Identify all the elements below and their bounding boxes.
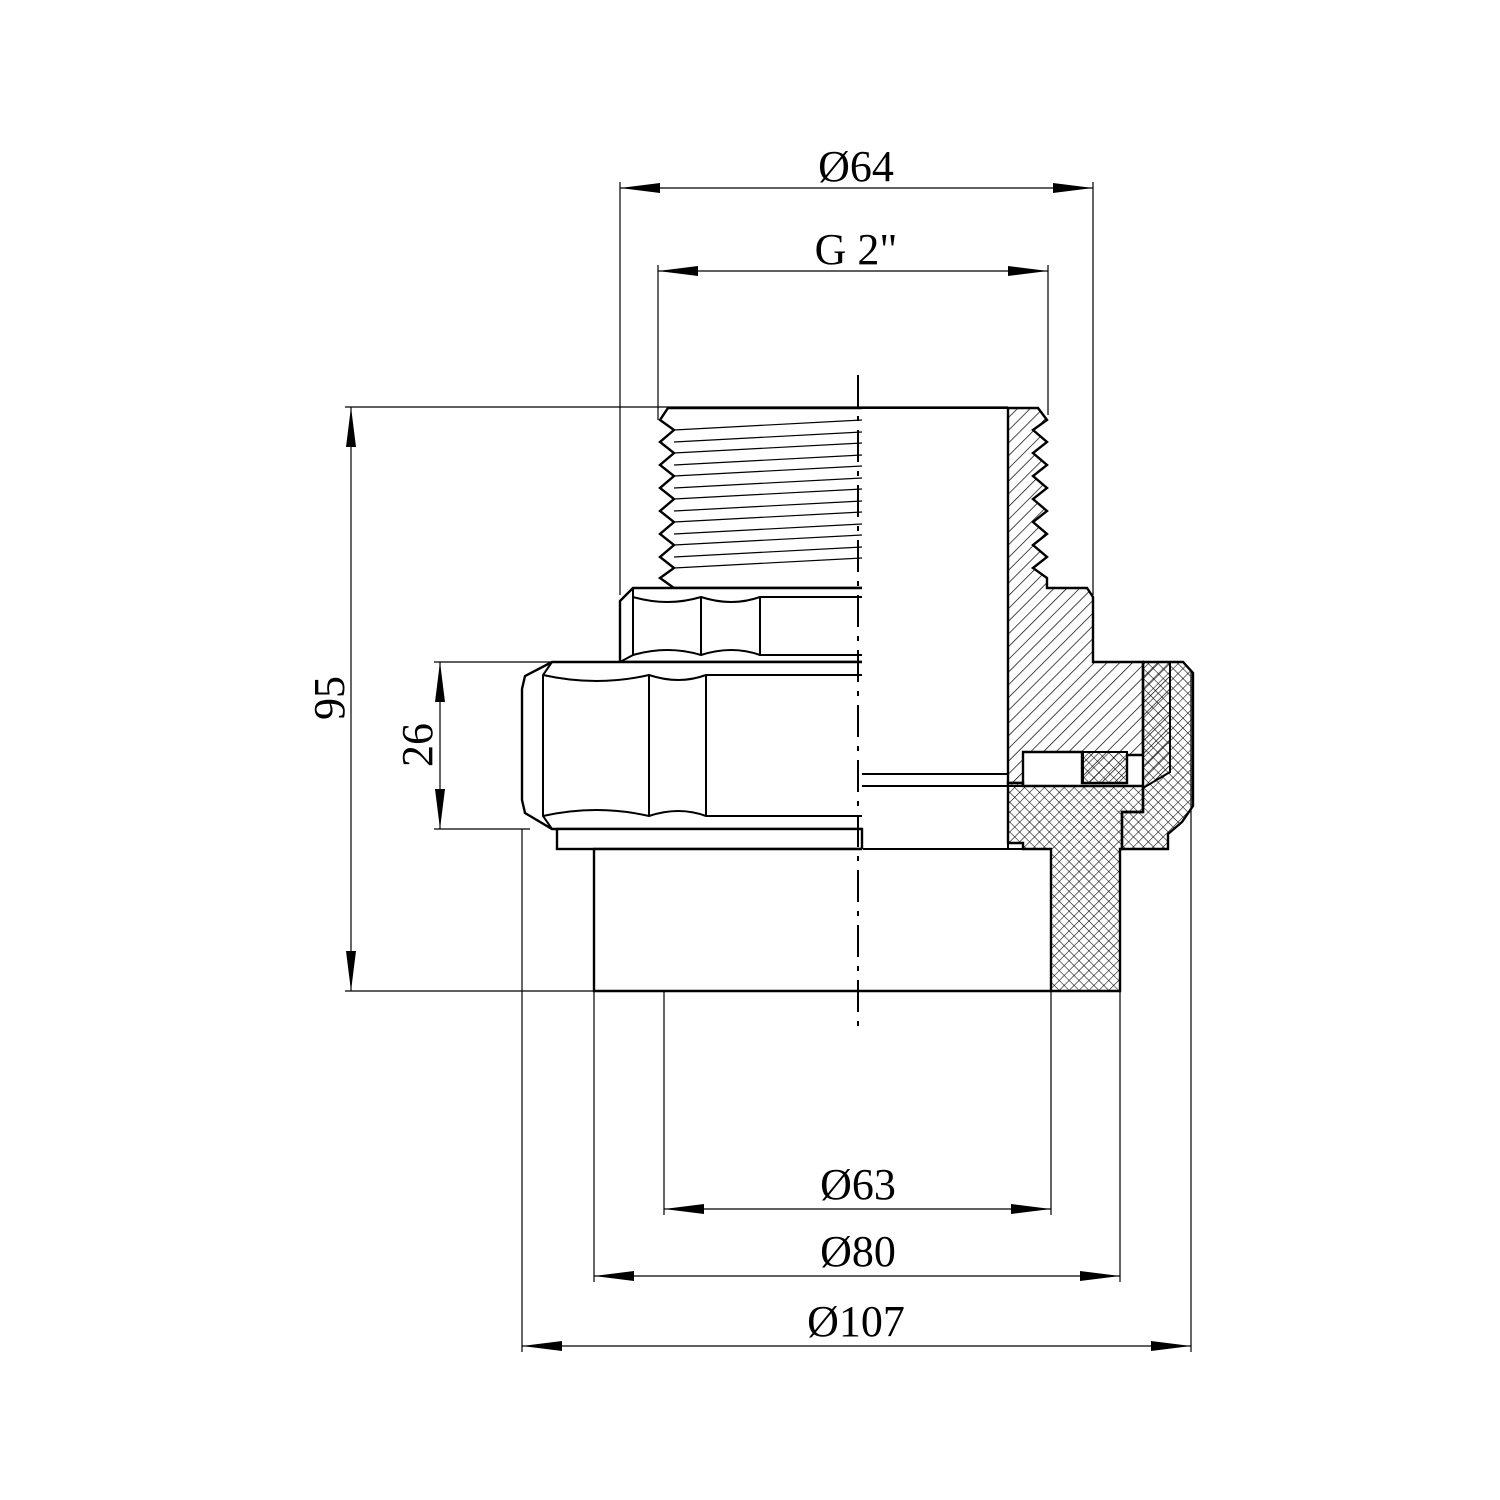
section-view (862, 406, 1195, 993)
dim-d107-label: Ø107 (807, 1297, 905, 1346)
exterior-view (520, 406, 1051, 993)
dim-d63-label: Ø63 (820, 1160, 896, 1209)
dim-h26-label: 26 (393, 723, 442, 767)
thread-lines (673, 419, 863, 569)
union-nut-hex (520, 660, 862, 831)
dim-d80-label: Ø80 (820, 1227, 896, 1276)
dim-g2-label: G 2" (815, 225, 898, 274)
dimension-lines (346, 183, 1191, 1351)
socket-section (1006, 781, 1145, 993)
fitting-body-section (1006, 406, 1145, 785)
dim-h95-label: 95 (305, 676, 354, 720)
nut-shoulder-section (1142, 661, 1171, 790)
dim-d64-label: Ø64 (818, 142, 894, 191)
socket-exterior (592, 847, 1051, 993)
seal-ring-section (1082, 751, 1128, 784)
flange-ring (555, 827, 864, 851)
